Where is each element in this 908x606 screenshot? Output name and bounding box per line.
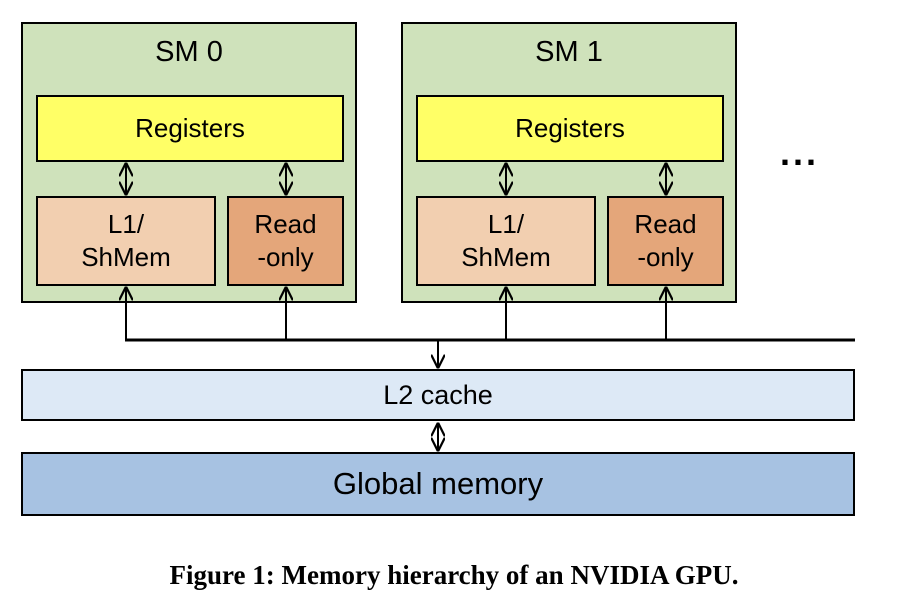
sm-0-readonly-cache: Read -only (227, 196, 344, 286)
figure-caption: Figure 1: Memory hierarchy of an NVIDIA … (169, 560, 739, 590)
global-memory: Global memory (21, 452, 855, 516)
more-sms-ellipsis: ... (780, 132, 820, 173)
sm-1-title: SM 1 (535, 36, 603, 68)
sm-0-title: SM 0 (155, 36, 223, 68)
sm-0-registers: Registers (36, 95, 344, 162)
sm-1-readonly-cache: Read -only (607, 196, 724, 286)
l2-cache: L2 cache (21, 369, 855, 421)
sm-0-l1-shmem: L1/ ShMem (36, 196, 216, 286)
sm-1-l1-shmem: L1/ ShMem (416, 196, 596, 286)
sm-1-registers: Registers (416, 95, 724, 162)
